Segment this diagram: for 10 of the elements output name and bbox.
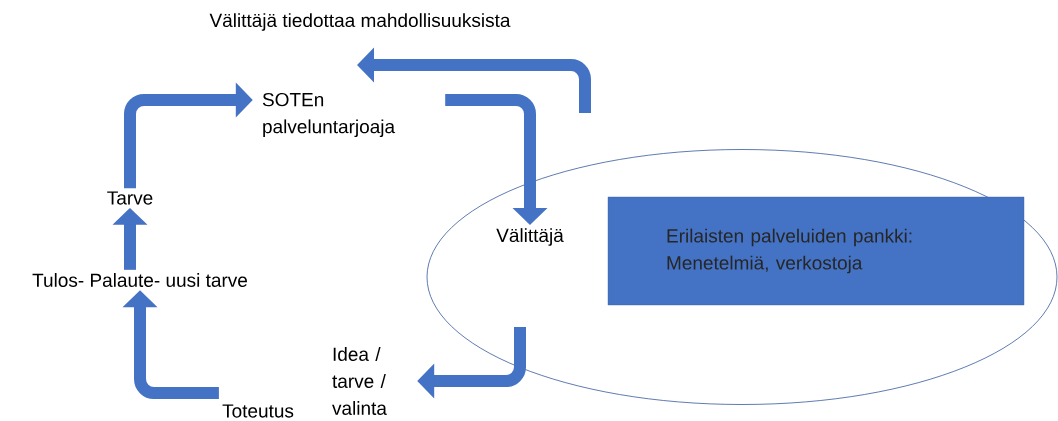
process-box: Erilaisten palveluiden pankki: Menetelmiä, verkostoja — [607, 196, 1025, 306]
label-text: Tulos- Palaute- uusi tarve — [32, 273, 247, 287]
label-text: Tarve — [107, 191, 153, 205]
label-text: Välittäjä — [496, 228, 564, 246]
label-text: SOTEn palveluntarjoaja — [262, 92, 396, 138]
ellipse-outline — [426, 149, 1058, 405]
label-text: Toteutus — [222, 404, 294, 418]
bent-arrow — [445, 94, 548, 225]
label-text: Välittäjä tiedottaa mahdollisuuksista — [209, 13, 511, 31]
label-text: Idea / tarve / valinta — [332, 347, 387, 415]
